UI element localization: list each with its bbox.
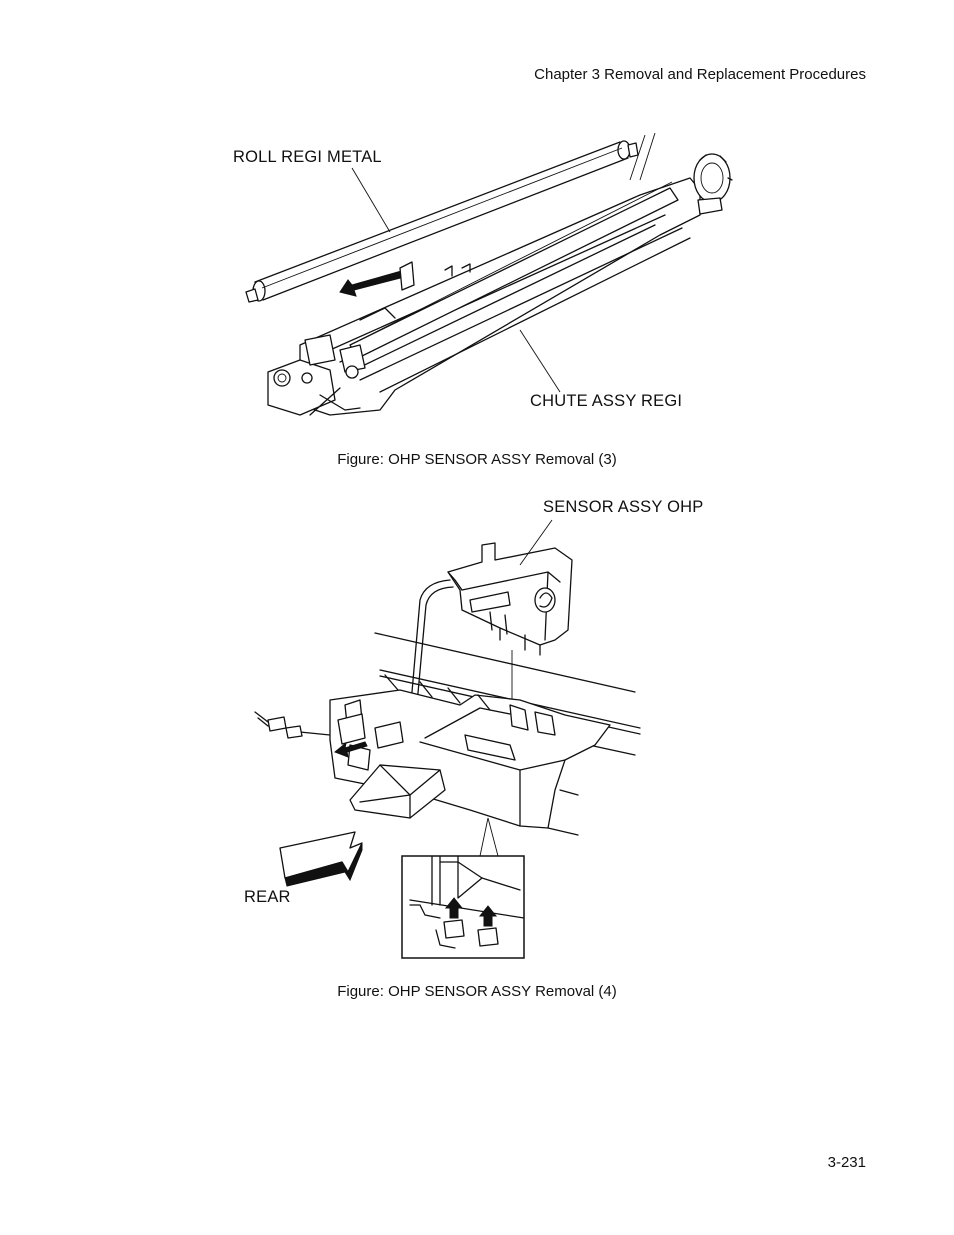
figure-3-caption: Figure: OHP SENSOR ASSY Removal (3) [337,451,617,468]
chute-assy-regi-drawing [267,153,733,416]
roll-regi-metal-drawing [245,132,656,303]
frame-base-drawing [254,632,641,857]
callout-sensor-assy-ohp: SENSOR ASSY OHP [543,498,704,516]
callout-chute-assy-regi: CHUTE ASSY REGI [530,392,683,410]
rear-direction-arrow [279,831,363,887]
page-number: 3-231 [827,1154,866,1171]
detail-inset-drawing [401,855,525,959]
running-header: Chapter 3 Removal and Replacement Proced… [534,66,866,83]
callout-roll-regi-metal: ROLL REGI METAL [233,148,382,166]
figure-4-caption: Figure: OHP SENSOR ASSY Removal (4) [337,983,617,1000]
callout-rear: REAR [244,888,291,906]
